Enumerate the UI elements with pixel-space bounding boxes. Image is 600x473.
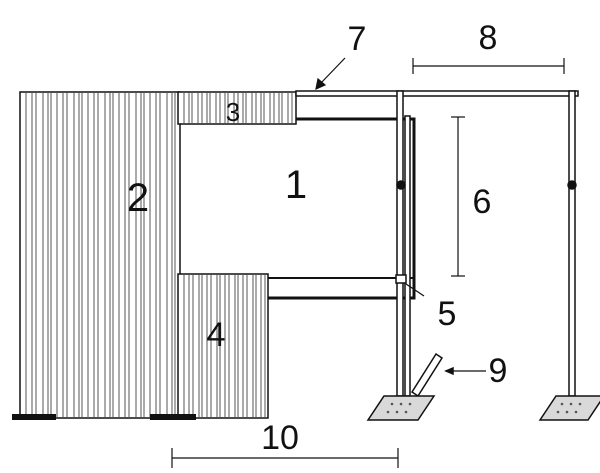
panel-3-top-strip — [177, 91, 297, 125]
base-plates — [366, 395, 600, 421]
dimension-8 — [412, 58, 565, 74]
panel-2-wall — [19, 91, 181, 419]
base-plate-bolts — [386, 402, 582, 414]
label-7: 7 — [348, 20, 367, 58]
label-8: 8 — [479, 19, 498, 57]
panel-feet — [12, 414, 196, 420]
panel-4-hatching — [183, 275, 266, 417]
dimension-6 — [451, 116, 465, 277]
connector-5 — [395, 274, 425, 297]
panel-3-hatching — [183, 93, 293, 123]
upright-left — [396, 90, 411, 397]
panel-4-lower-block — [177, 273, 269, 419]
label-2: 2 — [127, 176, 149, 220]
top-rail — [295, 90, 579, 97]
label-1: 1 — [285, 163, 307, 207]
dimension-10 — [171, 448, 399, 468]
label-9: 9 — [489, 352, 508, 390]
label-5: 5 — [438, 295, 457, 333]
label-4: 4 — [207, 316, 226, 354]
leader-7 — [315, 57, 346, 91]
upright-right — [567, 90, 577, 397]
strut-9 — [410, 352, 486, 398]
panel-2-hatching — [25, 93, 176, 417]
inner-beams — [268, 117, 416, 300]
label-3: 3 — [226, 97, 240, 127]
label-10: 10 — [261, 419, 299, 457]
label-6: 6 — [473, 183, 492, 221]
